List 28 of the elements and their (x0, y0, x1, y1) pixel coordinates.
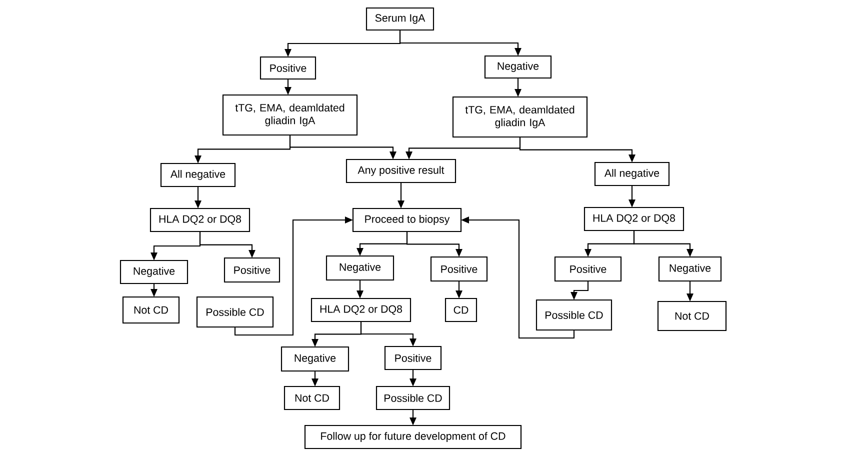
process-box: HLA DQ2 or DQ8 (310, 298, 412, 322)
process-box: Positive (224, 257, 280, 283)
process-box: Serum IgA (366, 7, 434, 31)
process-box: Proceed to biopsy (352, 208, 462, 232)
process-box: Not CD (122, 296, 180, 324)
process-box: Positive (260, 56, 316, 80)
process-box: Possible CD (376, 386, 450, 410)
process-box: Any positive result (346, 158, 456, 184)
process-box: tTG, EMA, deamldated gliadin IgA (452, 96, 588, 138)
process-box: Positive (554, 256, 622, 282)
process-box: Negative (280, 346, 350, 372)
process-box: Negative (658, 256, 722, 282)
process-box: Negative (326, 255, 394, 281)
process-box: CD (444, 298, 478, 322)
process-box: HLA DQ2 or DQ8 (150, 208, 250, 232)
process-box: Negative (120, 260, 188, 284)
process-box: All negative (594, 162, 670, 186)
process-box: Positive (384, 346, 442, 370)
process-box: Negative (484, 55, 552, 79)
process-box: Possible CD (196, 296, 274, 328)
process-box: Possible CD (536, 299, 612, 331)
process-box: Follow up for future development of CD (304, 424, 522, 450)
process-box: Not CD (657, 300, 727, 332)
process-box: Not CD (284, 386, 340, 410)
process-box: HLA DQ2 or DQ8 (584, 206, 684, 232)
process-box: tTG, EMA, deamldated gliadin IgA (222, 94, 358, 136)
process-box: All negative (160, 162, 236, 188)
process-box: Positive (430, 256, 488, 282)
